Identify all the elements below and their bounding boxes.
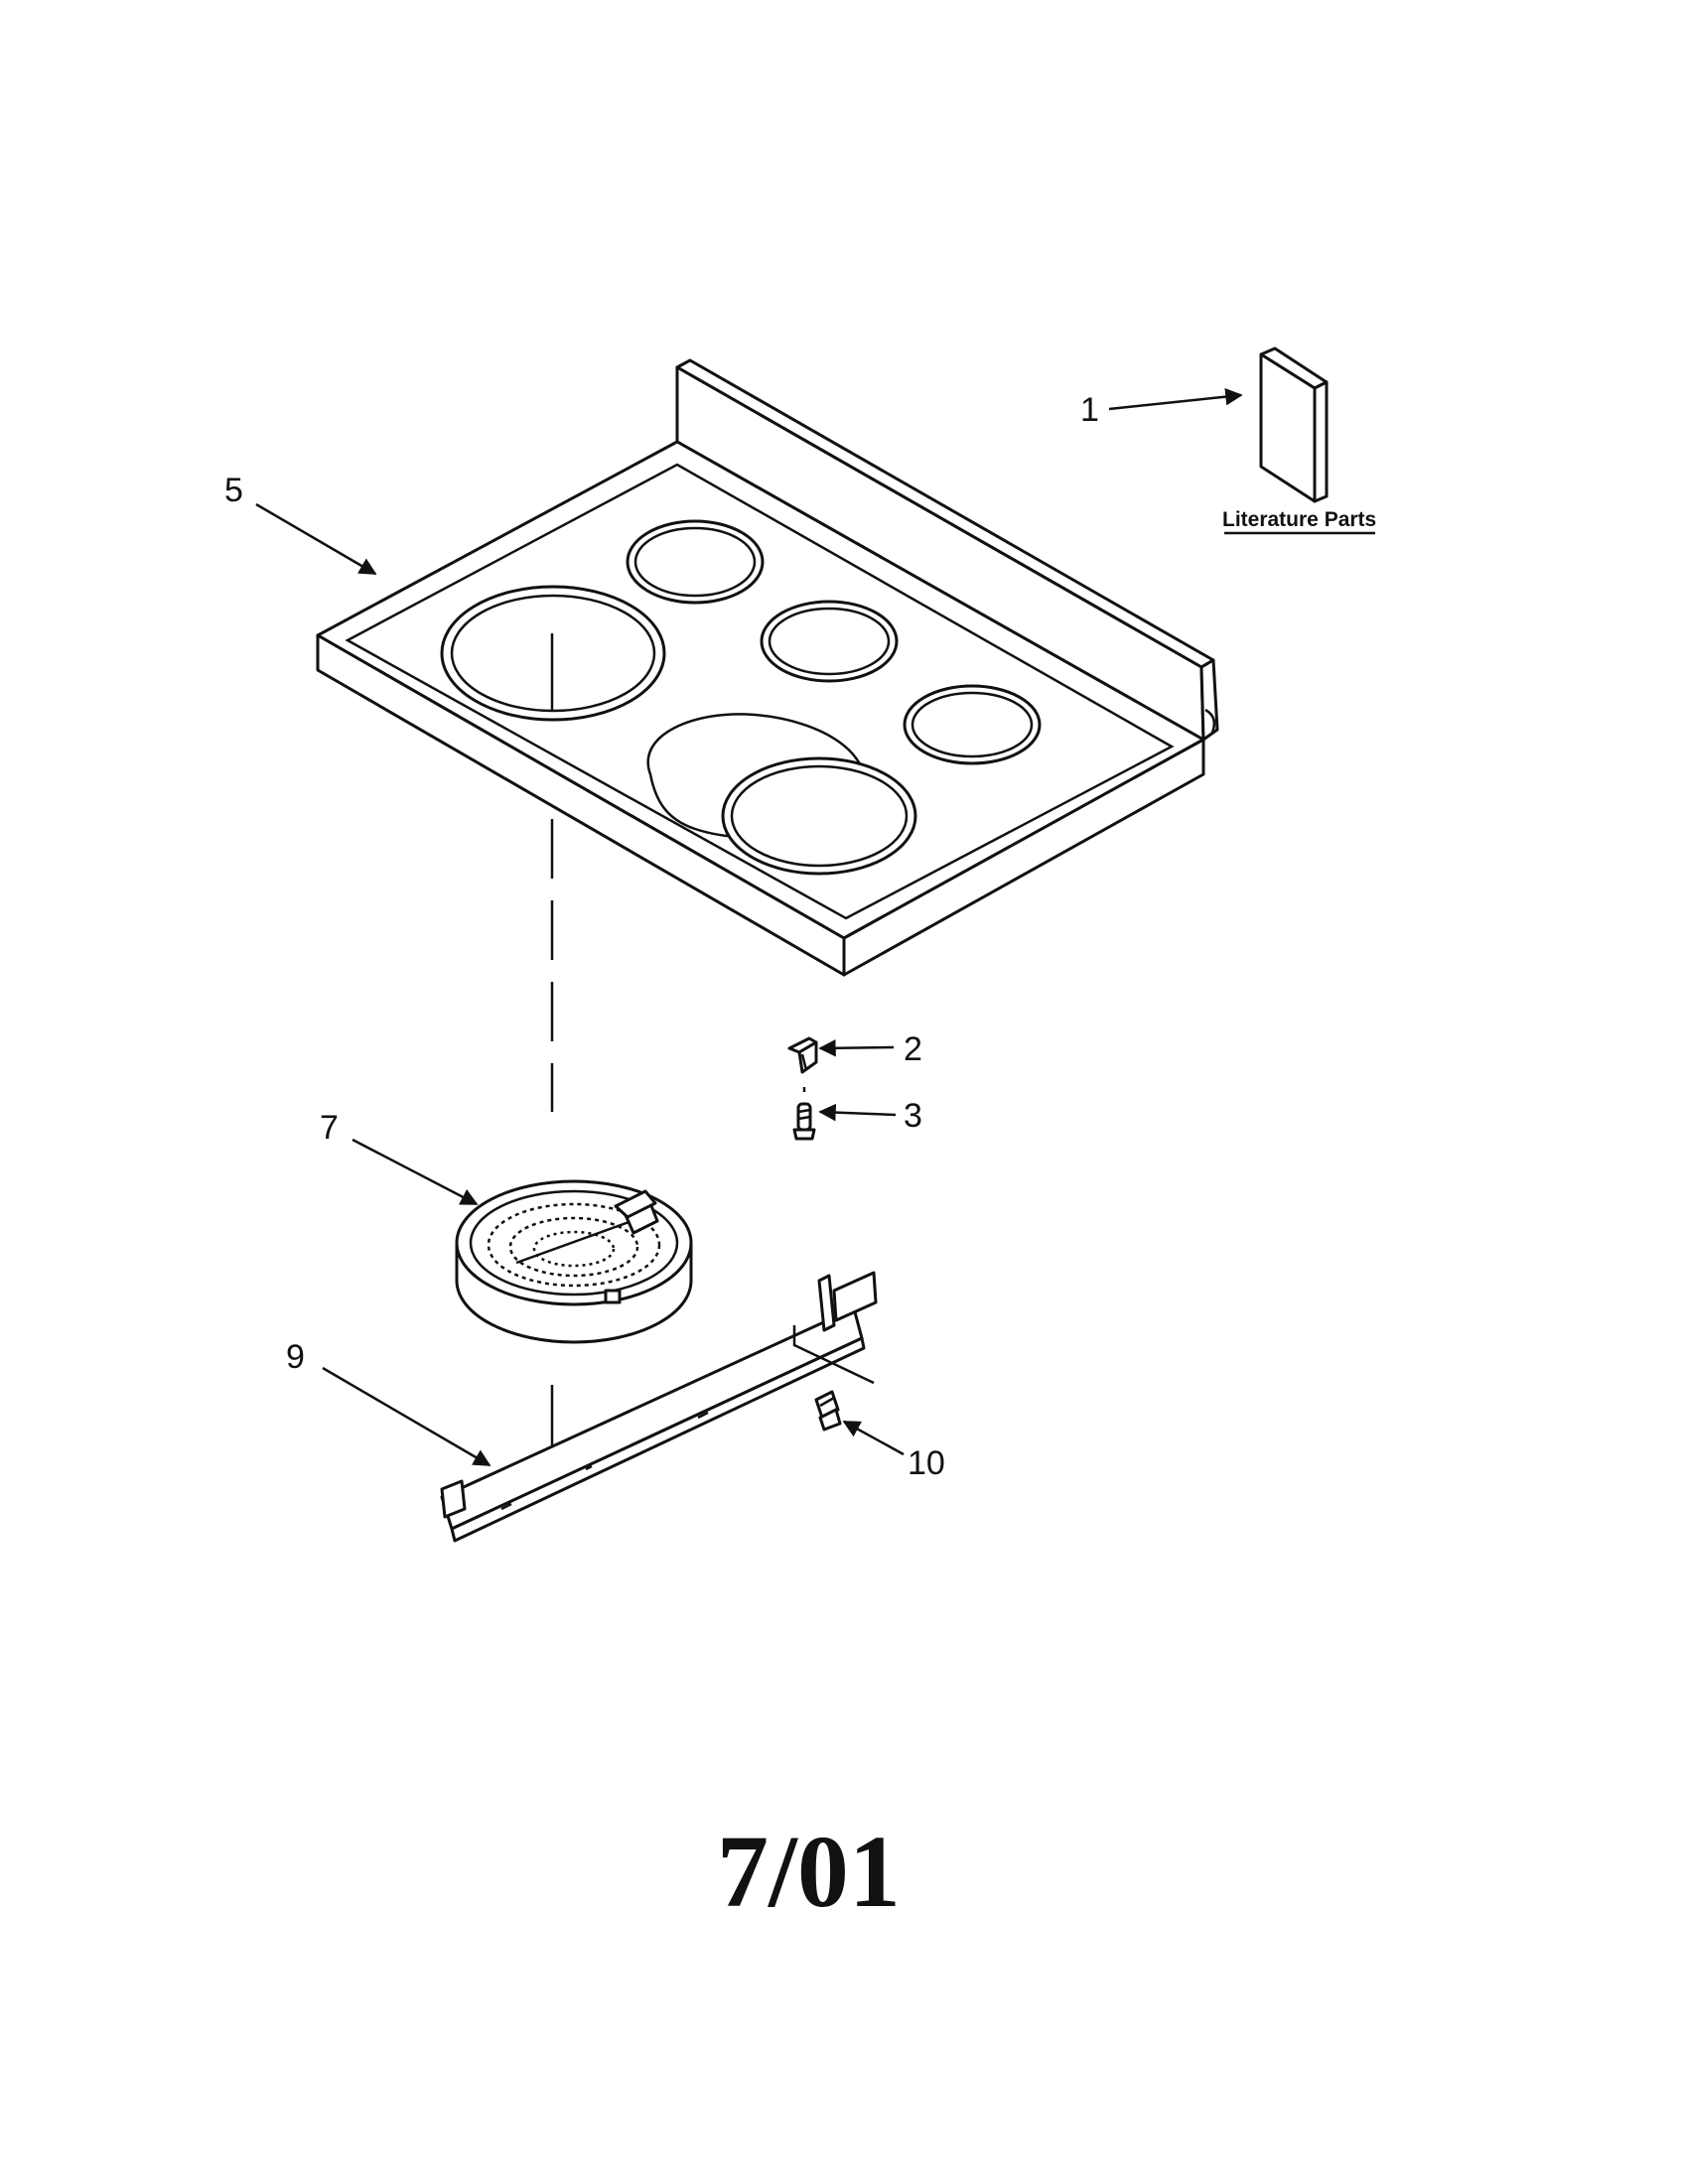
date-code: 7/01 [717, 1815, 901, 1929]
burner-rear-center [760, 600, 899, 683]
leader-7 [351, 1138, 479, 1206]
callout-9: 9 [286, 1338, 305, 1376]
leader-3 [818, 1103, 897, 1122]
radiant-surface-element [455, 1179, 693, 1344]
burner-right-front [721, 756, 917, 876]
leader-5 [255, 502, 377, 576]
clip-part [787, 1036, 818, 1092]
literature-parts [1259, 346, 1329, 503]
leader-10 [842, 1420, 905, 1456]
callout-10: 10 [908, 1444, 945, 1482]
screw-part-3 [792, 1102, 816, 1141]
literature-parts-label: Literature Parts [1222, 508, 1376, 531]
leader-2 [818, 1039, 895, 1057]
element-bracket [440, 1271, 878, 1543]
callout-7: 7 [320, 1109, 339, 1147]
callout-2: 2 [904, 1030, 922, 1068]
callout-3: 3 [904, 1097, 922, 1135]
leader-9 [322, 1366, 491, 1467]
screw-part-10 [814, 1390, 842, 1432]
callout-1: 1 [1080, 391, 1099, 429]
burner-rear-right [903, 684, 1042, 765]
cooktop-main-top [316, 358, 1219, 977]
burner-rear-left [626, 519, 765, 605]
leader-1 [1108, 387, 1243, 411]
callout-5: 5 [224, 472, 243, 509]
